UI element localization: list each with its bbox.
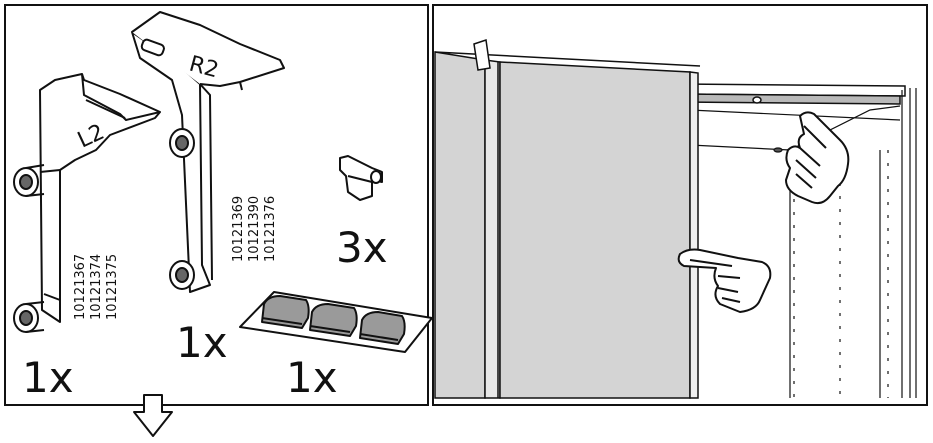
pointing-hand-icon-2 xyxy=(677,248,772,313)
bracket-r2-quantity: 1x xyxy=(176,318,228,367)
outline-down-arrow-icon xyxy=(133,394,173,437)
clip xyxy=(339,155,383,201)
pointing-hand-icon xyxy=(785,111,850,205)
bracket-r2-partno-3: 10121376 xyxy=(263,196,278,262)
bracket-r2-partno-1: 10121369 xyxy=(231,196,246,262)
felt-pads-quantity: 1x xyxy=(286,353,338,402)
clip-quantity: 3x xyxy=(336,223,388,272)
felt-pad-sheet xyxy=(239,291,433,353)
wardrobe-top-rail xyxy=(679,83,906,105)
bracket-l2 xyxy=(13,73,161,333)
wardrobe-interior xyxy=(689,88,917,398)
wardrobe-doors xyxy=(434,39,701,399)
bracket-l2-quantity: 1x xyxy=(22,353,74,402)
bracket-r2 xyxy=(131,11,285,293)
bracket-l2-partno-2: 10121374 xyxy=(89,254,104,320)
bracket-l2-partno-3: 10121375 xyxy=(105,254,120,320)
bracket-l2-partno-1: 10121367 xyxy=(73,254,88,320)
bracket-r2-partno-2: 10121390 xyxy=(247,196,262,262)
